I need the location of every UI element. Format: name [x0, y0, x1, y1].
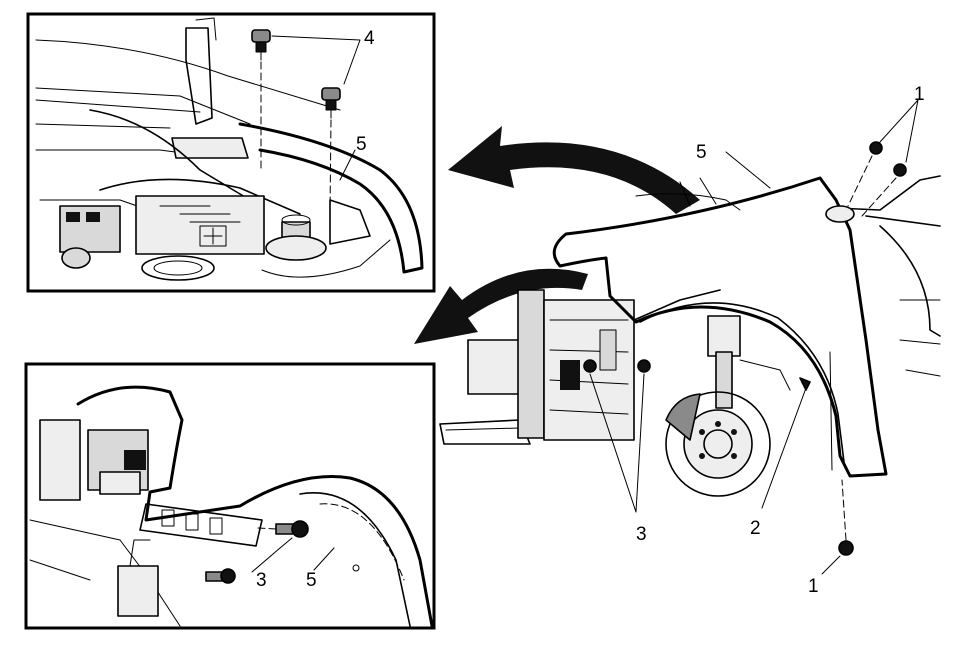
fender-bolt-upper-a — [847, 141, 883, 207]
bracket-bolt-inset-a — [275, 520, 309, 538]
fender-inset-top — [238, 122, 424, 274]
fender-bracket-plate — [139, 503, 263, 547]
callout-5-bottom-inset: 5 — [306, 570, 317, 591]
cowl-panel — [171, 137, 249, 159]
fender-bolt-upper-b — [861, 163, 907, 217]
brake-rotor — [665, 391, 771, 497]
fender-bolt-top-a — [251, 29, 271, 61]
bottom-inset-frame — [24, 362, 436, 630]
fender-inset-bottom — [76, 385, 434, 628]
bracket-bolt-main-a — [583, 359, 597, 373]
callout-4: 4 — [364, 28, 375, 49]
hood-hinge-bracket — [185, 27, 213, 125]
callout-1-top: 1 — [914, 84, 925, 105]
reservoir-cap — [141, 255, 215, 281]
callout-2: 2 — [750, 518, 761, 539]
fender-bolt-lower — [838, 479, 854, 556]
bracket-bolt-main-b — [637, 359, 651, 373]
bracket-bolt-inset-b — [205, 568, 236, 584]
bottom-inset-front-bumper-area: 3 5 — [24, 362, 436, 630]
callout-1-bottom: 1 — [808, 576, 819, 597]
liner-retainer — [761, 377, 811, 509]
fender-bolt-top-b — [321, 87, 341, 119]
callout-3-inset: 3 — [256, 570, 267, 591]
callout-3-main: 3 — [636, 524, 647, 545]
strut-assembly — [707, 315, 741, 357]
radiator-support — [467, 339, 525, 395]
fender-mount-point — [825, 205, 855, 223]
top-inset-engine-bay: 4 5 — [26, 12, 436, 293]
callout-5-main: 5 — [696, 142, 707, 163]
removal-arrow-lower — [414, 268, 588, 344]
callout-5-top-inset: 5 — [356, 134, 367, 155]
removal-arrow-upper — [448, 126, 700, 214]
fender-main — [552, 176, 888, 478]
main-view-vehicle: 1 5 3 2 1 — [439, 84, 941, 597]
